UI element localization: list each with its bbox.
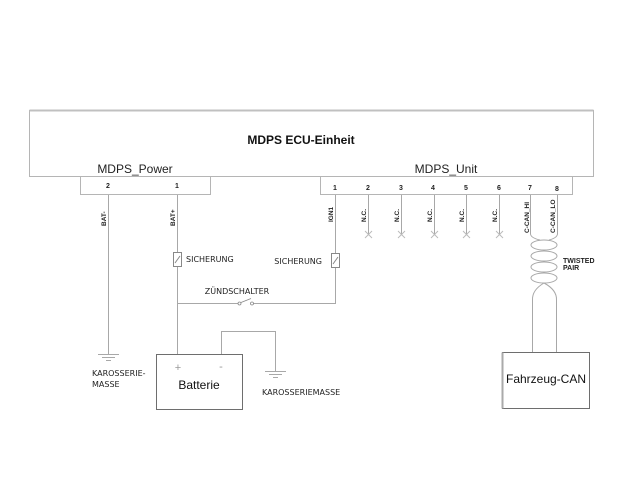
power-connector-name: MDPS_Power bbox=[97, 162, 172, 176]
ecu-box bbox=[29, 110, 594, 177]
unit-pin-number: 2 bbox=[366, 185, 370, 192]
nc-label: N.C. bbox=[459, 209, 466, 222]
ignition-switch-icon bbox=[237, 298, 254, 306]
battery-box bbox=[156, 354, 243, 410]
bat-minus-label: BAT- bbox=[101, 211, 108, 226]
battery-minus-icon: - bbox=[219, 361, 223, 373]
power-pin-number: 2 bbox=[106, 183, 110, 190]
unit-connector-name: MDPS_Unit bbox=[415, 162, 478, 176]
fuse-bat-icon bbox=[173, 252, 182, 267]
unit-pin-number: 5 bbox=[464, 185, 468, 192]
can-lo-label: C-CAN_LO bbox=[550, 199, 557, 233]
unit-pin-number: 1 bbox=[333, 185, 337, 192]
ecu-title: MDPS ECU-Einheit bbox=[247, 133, 354, 147]
bat-plus-label: BAT+ bbox=[170, 209, 177, 226]
twisted-pair-label-1: TWISTED bbox=[563, 258, 595, 265]
nc-label: N.C. bbox=[492, 209, 499, 222]
ground-left-label-2: MASSE bbox=[92, 380, 120, 389]
twisted-pair-label-2: PAIR bbox=[563, 265, 579, 272]
ignition-switch-label: ZÜNDSCHALTER bbox=[205, 286, 270, 296]
nc-pin-5 bbox=[462, 195, 471, 239]
unit-pin-number: 8 bbox=[555, 186, 559, 193]
unit-pin-number: 4 bbox=[431, 185, 435, 192]
unit-connector bbox=[320, 176, 573, 195]
nc-pin-6 bbox=[495, 195, 504, 239]
can-lo-wire-bottom bbox=[543, 282, 558, 352]
can-hi-label: C-CAN_HI bbox=[524, 202, 531, 233]
fuse-ign-label: SICHERUNG bbox=[274, 257, 322, 266]
fuse-ign-icon bbox=[331, 253, 340, 268]
can-lo-wire-top bbox=[548, 195, 558, 241]
ground-symbol-right bbox=[265, 371, 286, 378]
vehicle-can-label: Fahrzeug-CAN bbox=[506, 372, 586, 386]
unit-pin-number: 3 bbox=[399, 185, 403, 192]
power-pin-number: 1 bbox=[175, 183, 179, 190]
ground-right-label: KAROSSERIEMASSE bbox=[262, 388, 340, 397]
ground-symbol-left bbox=[98, 354, 119, 361]
battery-label: Batterie bbox=[178, 378, 220, 392]
nc-label: N.C. bbox=[394, 209, 401, 222]
ground-left-label-1: KAROSSERIE- bbox=[92, 369, 146, 378]
battery-plus-icon: + bbox=[175, 362, 181, 374]
nc-pin-4 bbox=[430, 195, 439, 239]
fuse-bat-label: SICHERUNG bbox=[186, 255, 234, 264]
nc-label: N.C. bbox=[361, 209, 368, 222]
power-connector bbox=[80, 176, 211, 195]
unit-pin-number: 6 bbox=[497, 185, 501, 192]
nc-pin-2 bbox=[364, 195, 373, 239]
can-hi-wire-top bbox=[530, 195, 541, 241]
can-hi-wire-bottom bbox=[531, 282, 545, 352]
battery-minus-wire bbox=[221, 331, 276, 371]
ign1-label: IGN1 bbox=[328, 206, 335, 222]
twisted-pair-icon bbox=[530, 239, 558, 284]
unit-pin-number: 7 bbox=[528, 185, 532, 192]
nc-label: N.C. bbox=[427, 209, 434, 222]
nc-pin-3 bbox=[397, 195, 406, 239]
